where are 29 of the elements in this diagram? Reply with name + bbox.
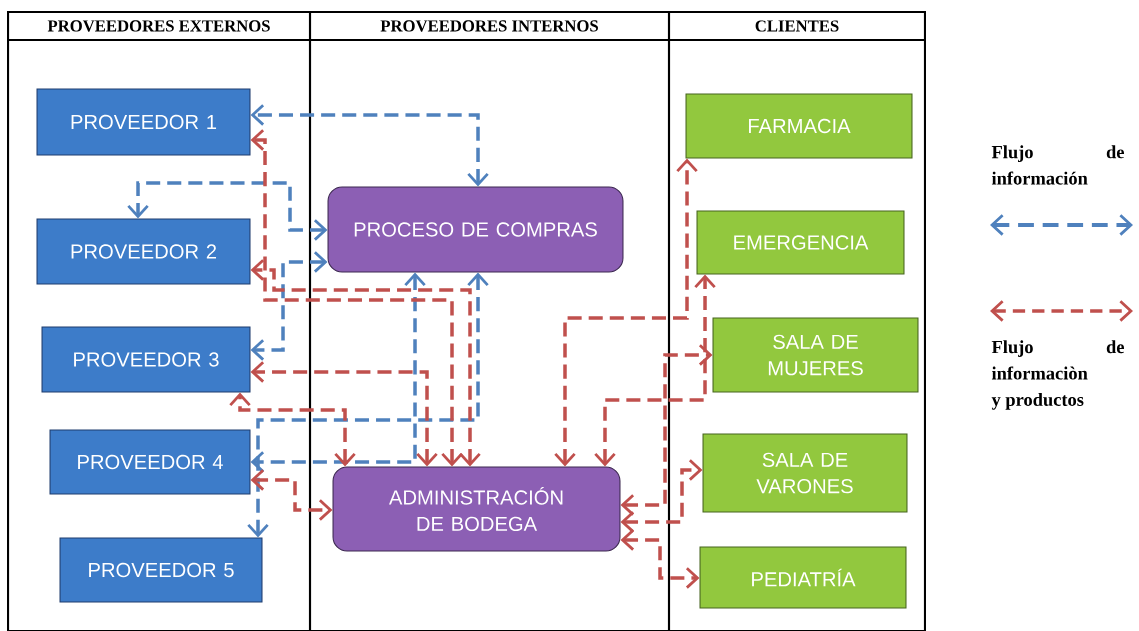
arrow — [250, 272, 426, 473]
client-box: FARMACIA — [685, 93, 913, 159]
arrow — [620, 459, 703, 533]
client-box: SALA DE MUJERES — [712, 317, 919, 393]
supplier-box: PROVEEDOR 2 — [36, 218, 251, 285]
client-box: PEDIATRÍA — [699, 546, 907, 609]
legend-label: Flujo de información — [991, 145, 1124, 185]
supplier-box: PROVEEDOR 1 — [36, 88, 251, 156]
supplier-box: PROVEEDOR 4 — [49, 429, 251, 495]
arrow — [250, 129, 463, 467]
arrow — [250, 259, 481, 467]
arrow — [250, 251, 328, 361]
client-box: SALA DE VARONES — [702, 433, 908, 513]
arrow — [554, 158, 698, 467]
arrow — [229, 392, 356, 467]
arrow — [250, 361, 438, 467]
supplier-box: PROVEEDOR 3 — [41, 326, 251, 393]
process-box: ADMINISTRACIÓN DE BODEGA — [332, 466, 621, 552]
arrow — [594, 274, 716, 467]
arrow — [620, 529, 700, 589]
client-box: EMERGENCIA — [696, 210, 905, 275]
process-box: PROCESO DE COMPRAS — [327, 186, 624, 273]
arrow — [250, 104, 489, 187]
arrow — [250, 469, 333, 521]
supplier-box: PROVEEDOR 5 — [59, 537, 263, 603]
arrow — [247, 272, 489, 538]
arrow — [127, 181, 328, 241]
arrow — [620, 344, 713, 516]
legend-label: Flujo de informaciòn y productos — [991, 340, 1124, 410]
